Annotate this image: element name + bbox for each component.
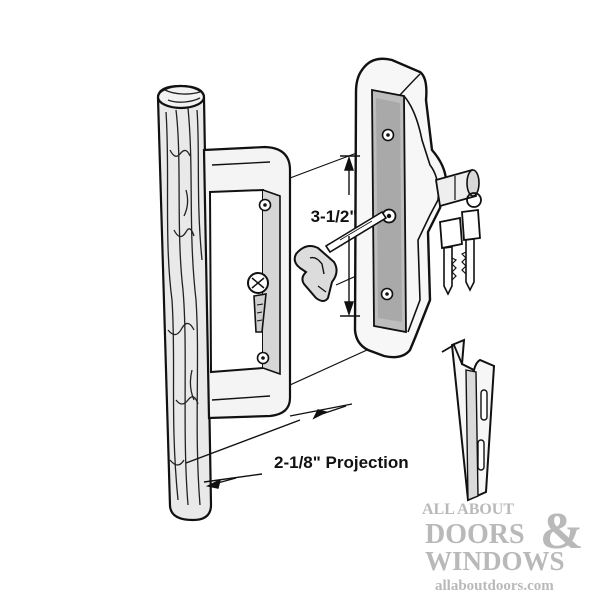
wood-pull-handle <box>156 84 213 522</box>
projection-dimension-label: 2-1/8" Projection <box>274 453 409 472</box>
keys <box>439 192 482 296</box>
height-dimension-label: 3-1/2" <box>311 207 358 226</box>
projection-dimension <box>185 403 353 489</box>
handle-base-plate <box>202 145 292 420</box>
key-cylinder <box>434 168 480 208</box>
watermark-line1: ALL ABOUT <box>422 501 514 518</box>
watermark-ampersand: & <box>540 503 583 560</box>
watermark-line2: DOORS <box>425 519 525 550</box>
keeper-slot-bottom <box>477 439 485 471</box>
watermark-line3: WINDOWS <box>425 546 565 576</box>
wood-grain <box>164 89 203 506</box>
watermark-url: allaboutdoors.com <box>435 578 554 594</box>
spindle-rod <box>324 210 388 254</box>
keeper-slot-top <box>480 389 488 421</box>
latch-hook <box>293 245 338 302</box>
brand-watermark: ALL ABOUT DOORS & WINDOWS allaboutdoors.… <box>422 501 583 594</box>
height-dimension <box>340 155 360 317</box>
thumb-latch <box>247 272 269 333</box>
strike-keeper <box>441 338 496 502</box>
inside-escutcheon <box>353 57 448 359</box>
